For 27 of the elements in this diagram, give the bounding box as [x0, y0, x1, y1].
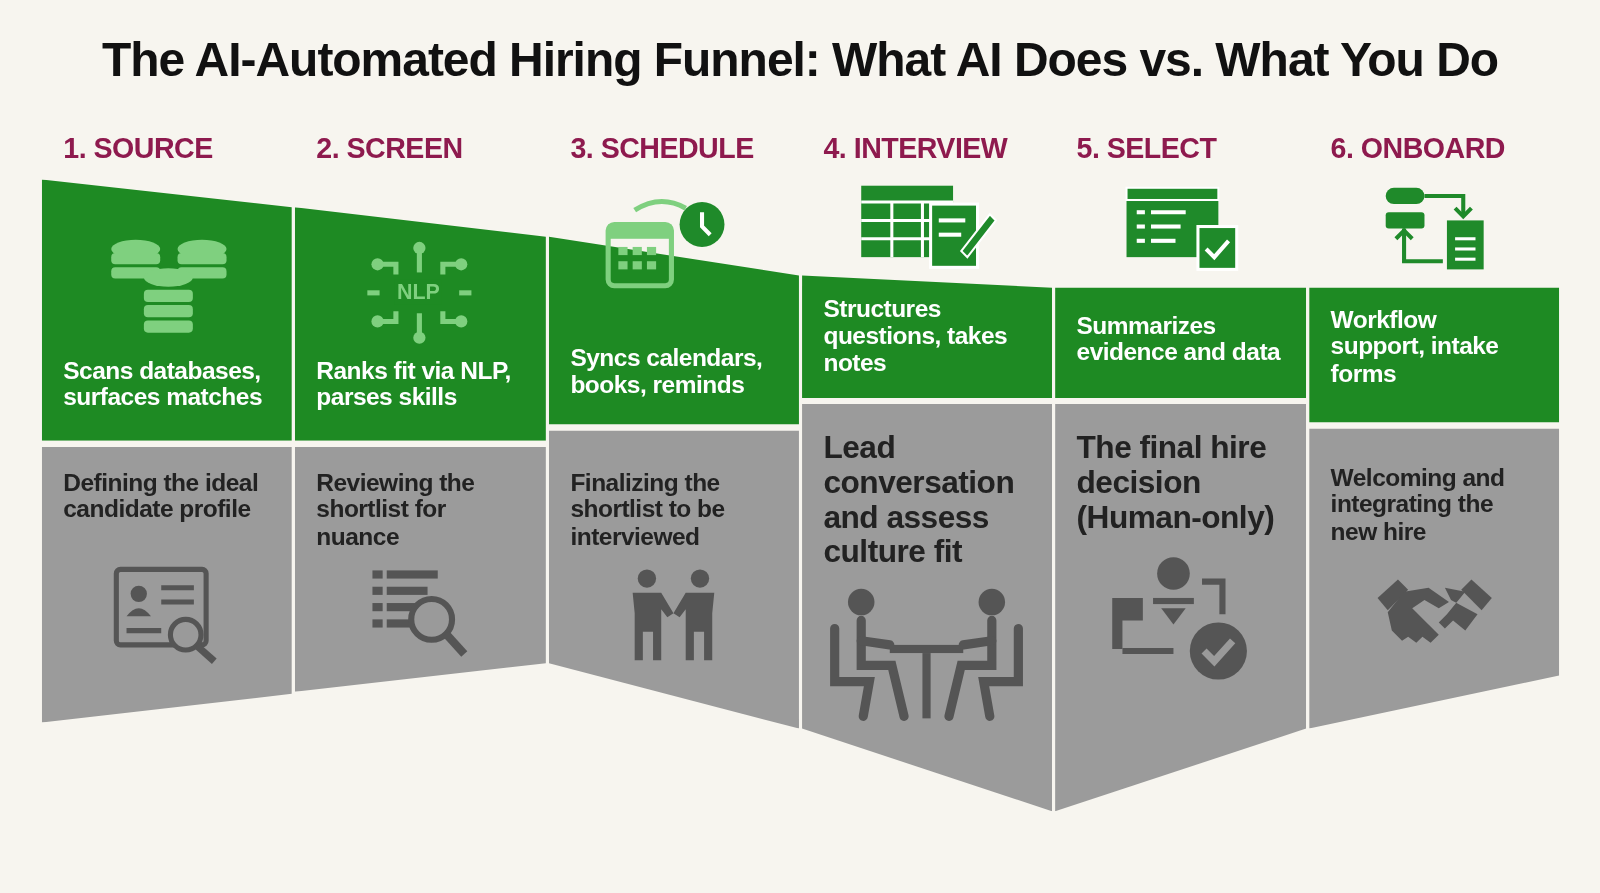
column-heading: 6. ONBOARD [1330, 132, 1505, 166]
human-task-panel [802, 404, 1053, 812]
title: The AI-Automated Hiring Funnel: What AI Does vs. What You Do [100, 30, 1500, 87]
column-heading: 4. INTERVIEW [823, 132, 1008, 166]
task-text: Ranks fit via NLP, parses skills [316, 357, 512, 411]
column-heading: 2. SCREEN [316, 132, 463, 166]
human-task-panel [1309, 428, 1560, 729]
column-heading: 1. SOURCE [63, 132, 213, 166]
human-task-panel [41, 446, 292, 723]
task-text: Welcoming and integrating the new hire [1330, 464, 1506, 546]
human-task-panel [549, 430, 799, 729]
column-heading: 5. SELECT [1076, 132, 1217, 166]
task-text: Finalizing the shortlist to be interviewed [570, 469, 726, 551]
task-text: Defining the ideal candidate profile [63, 469, 260, 524]
task-text: The final hire decision (Human-only) [1076, 430, 1276, 535]
task-text: Reviewing the shortlist for nuance [316, 469, 476, 551]
task-text: Workflow support, intake forms [1330, 306, 1500, 387]
human-task-panel [294, 446, 546, 692]
task-text: Scans databases, surfaces matches [63, 357, 263, 411]
task-text: Structures questions, takes notes [823, 295, 1009, 377]
task-text: Syncs calendars, books, reminds [570, 344, 764, 399]
task-text: Lead conversation and assess culture fit [823, 430, 1016, 570]
human-task-panel [1055, 404, 1307, 812]
column-heading: 3. SCHEDULE [570, 132, 754, 166]
task-text: Summarizes evidence and data [1076, 312, 1282, 367]
ai-task-panel [294, 207, 546, 441]
ai-task-panel [41, 179, 292, 441]
